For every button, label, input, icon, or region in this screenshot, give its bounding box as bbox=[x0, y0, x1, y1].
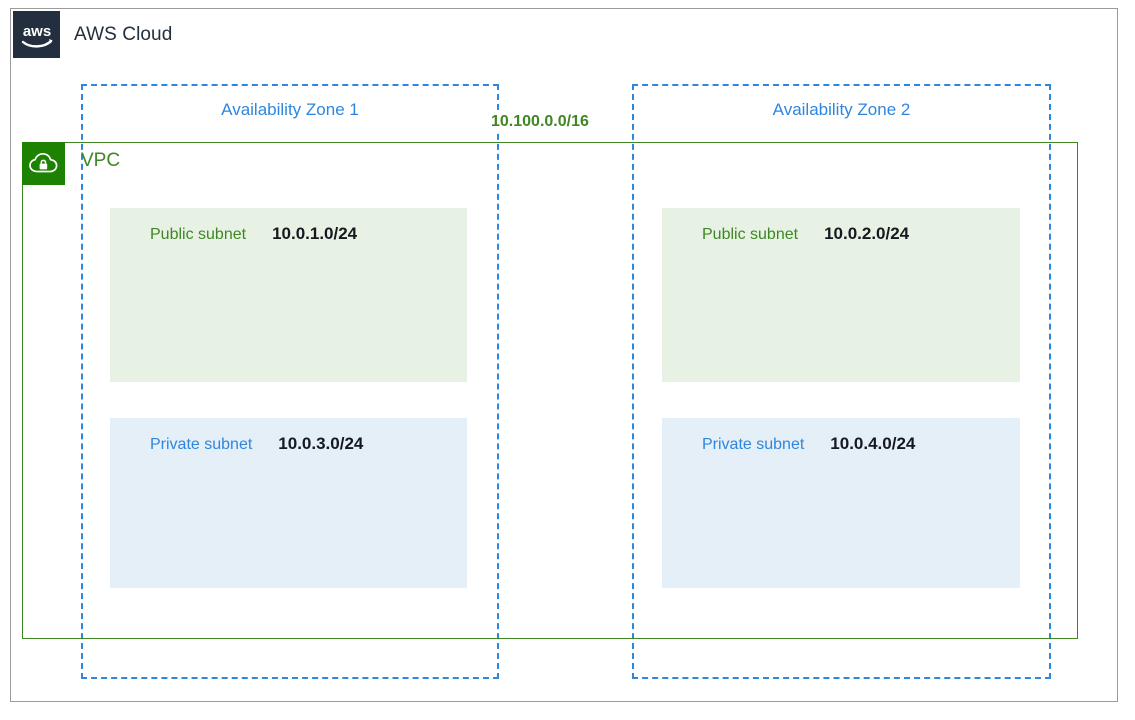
availability-zone-1-label: Availability Zone 1 bbox=[221, 100, 359, 119]
subnet-name: Public subnet bbox=[702, 226, 799, 243]
subnet-header: Public subnet 10.0.2.0/24 bbox=[702, 224, 909, 244]
private-subnet-az1: Private subnet 10.0.3.0/24 bbox=[110, 418, 467, 588]
subnet-name: Private subnet bbox=[150, 436, 253, 453]
vpc-label: VPC bbox=[81, 150, 121, 171]
availability-zone-2-label: Availability Zone 2 bbox=[772, 100, 911, 119]
public-subnet-az2: Public subnet 10.0.2.0/24 bbox=[662, 208, 1020, 382]
subnet-cidr: 10.0.1.0/24 bbox=[272, 224, 358, 243]
public-subnet-az1: Public subnet 10.0.1.0/24 bbox=[110, 208, 467, 382]
subnet-cidr: 10.0.4.0/24 bbox=[830, 434, 916, 453]
svg-text:aws: aws bbox=[22, 23, 50, 40]
availability-zone-1-boundary bbox=[81, 84, 499, 679]
vpc-cidr-label: 10.100.0.0/16 bbox=[489, 113, 591, 131]
vpc-cloud-lock-icon bbox=[22, 142, 65, 185]
subnet-cidr: 10.0.3.0/24 bbox=[278, 434, 364, 453]
subnet-cidr: 10.0.2.0/24 bbox=[824, 224, 910, 243]
subnet-header: Private subnet 10.0.3.0/24 bbox=[150, 434, 363, 454]
subnet-name: Public subnet bbox=[150, 226, 247, 243]
private-subnet-az2: Private subnet 10.0.4.0/24 bbox=[662, 418, 1020, 588]
aws-cloud-title: AWS Cloud bbox=[74, 24, 173, 45]
vpc-boundary bbox=[22, 142, 1078, 639]
subnet-header: Public subnet 10.0.1.0/24 bbox=[150, 224, 357, 244]
subnet-name: Private subnet bbox=[702, 436, 805, 453]
aws-logo-icon: aws bbox=[13, 11, 60, 58]
availability-zone-2-boundary bbox=[632, 84, 1051, 679]
subnet-header: Private subnet 10.0.4.0/24 bbox=[702, 434, 915, 454]
